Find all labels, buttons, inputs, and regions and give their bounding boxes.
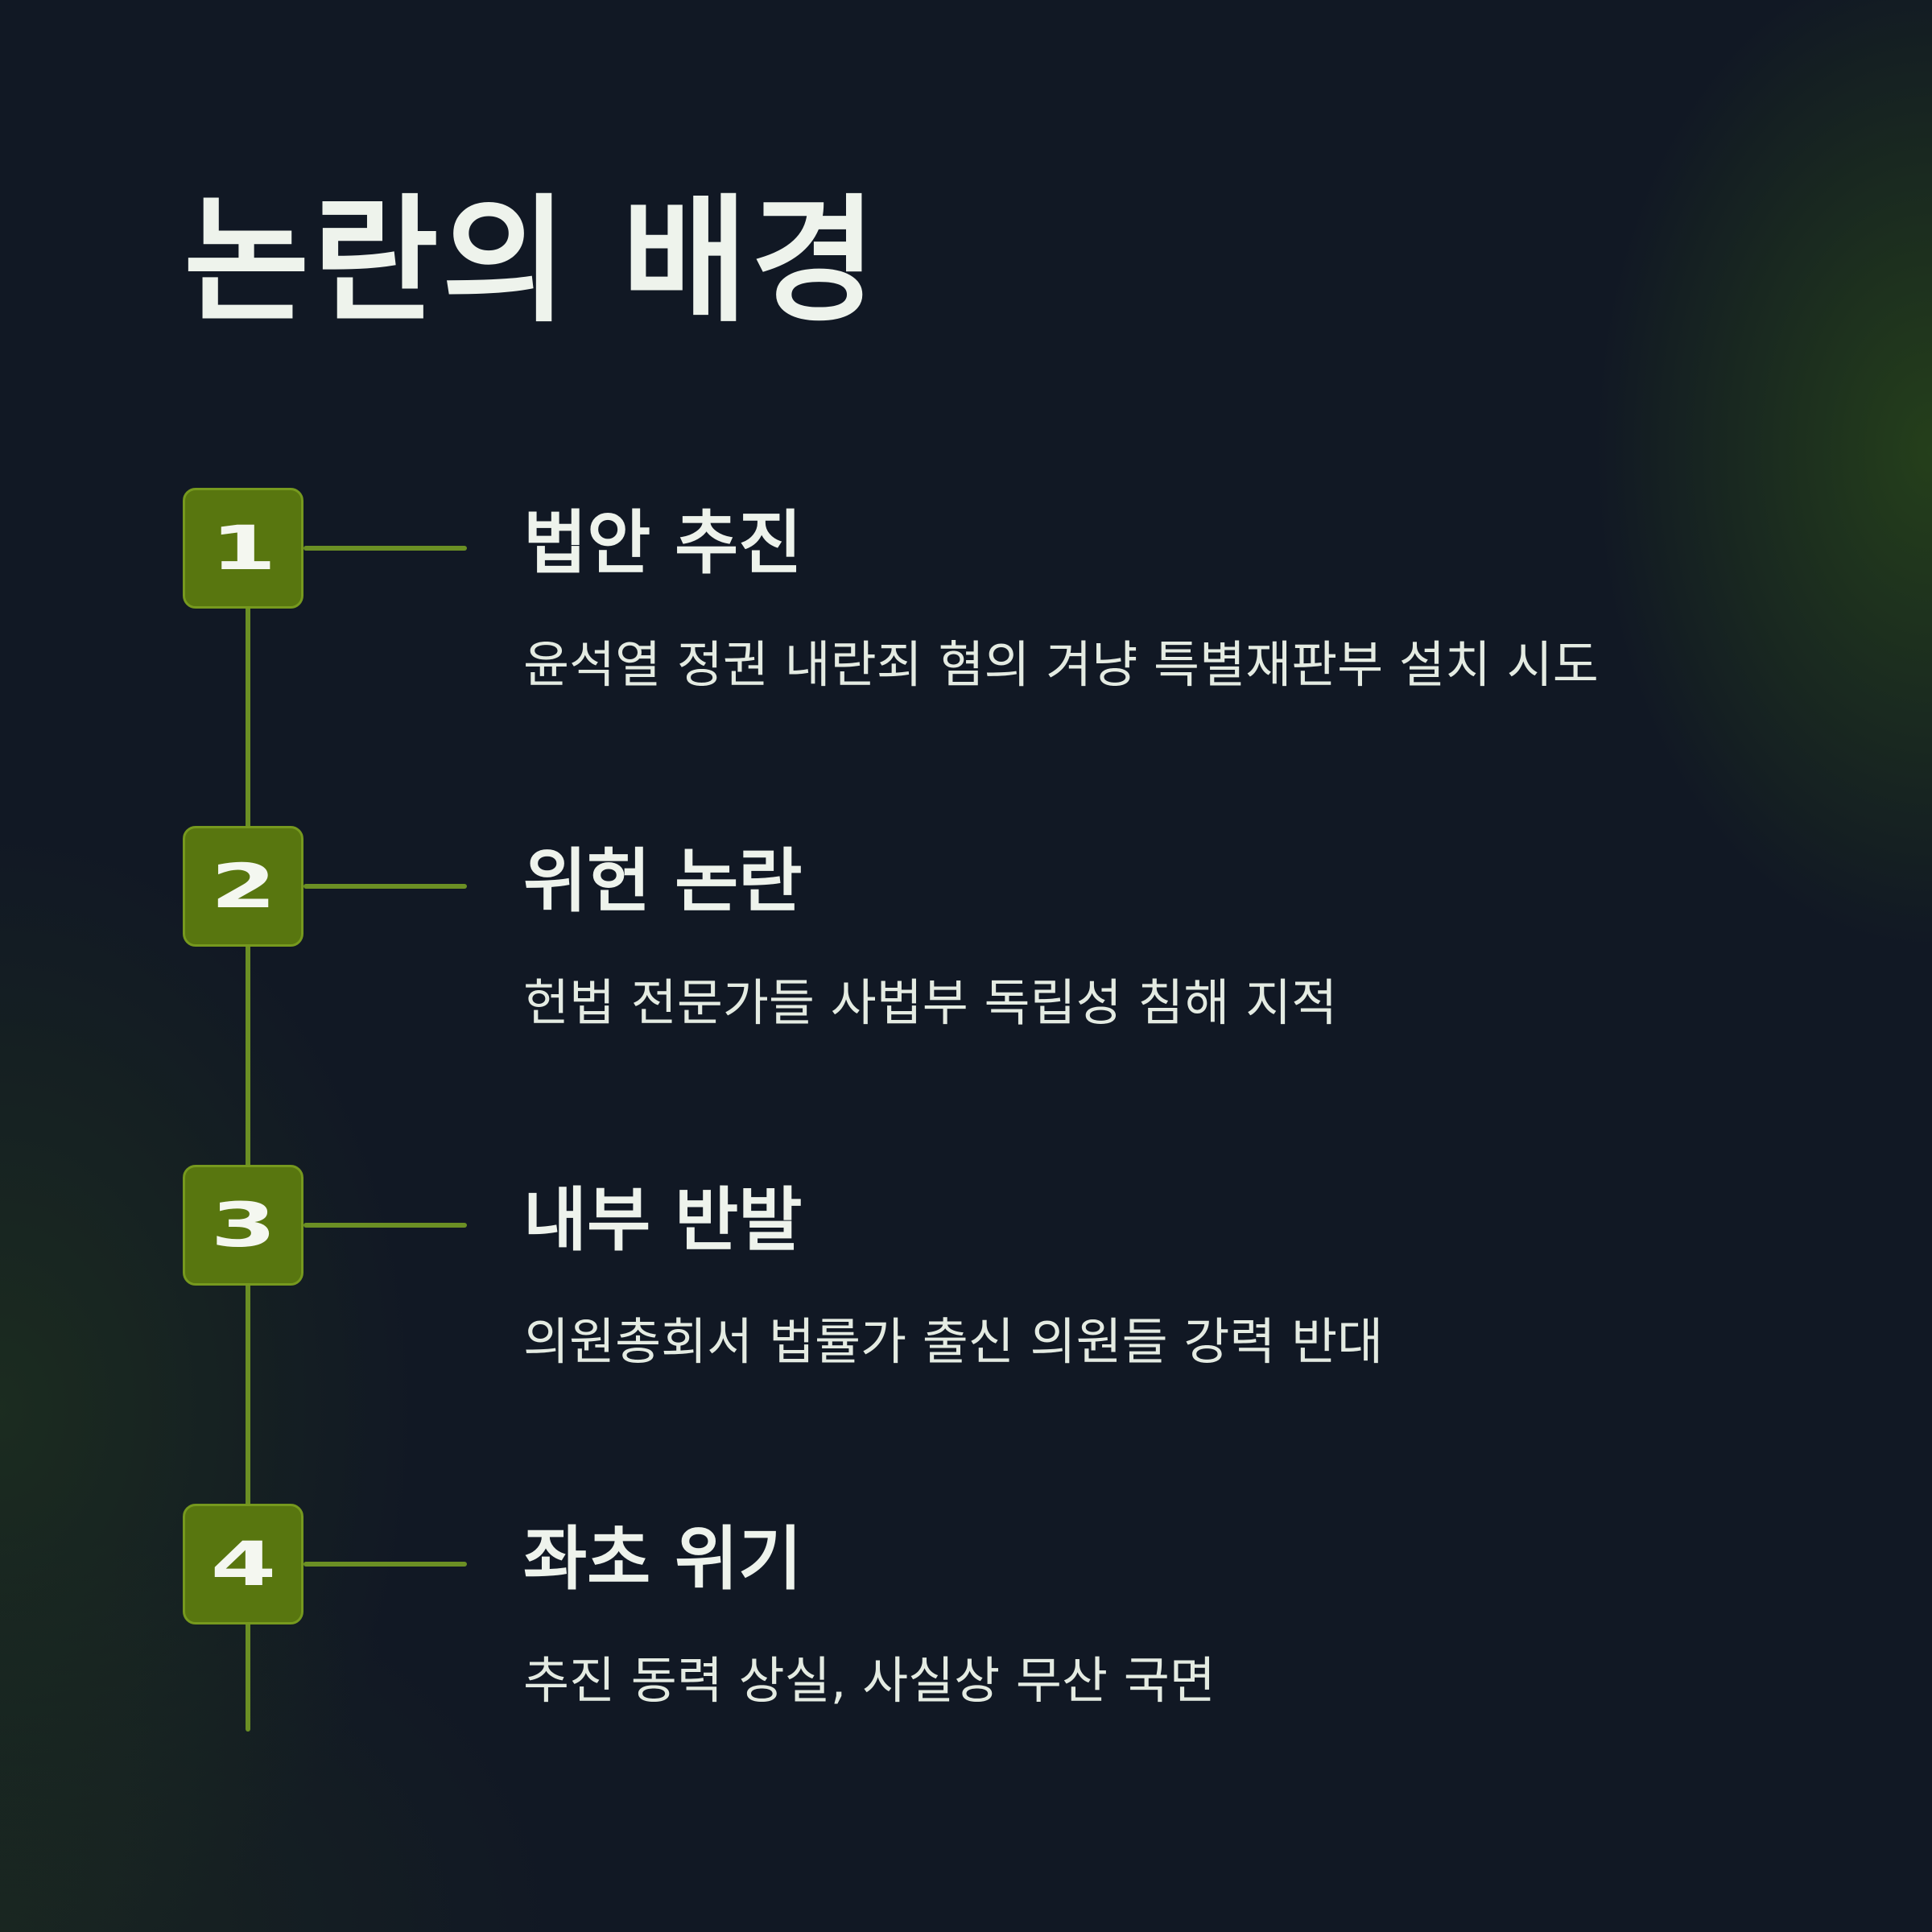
step-4-badge: 4 xyxy=(183,1504,303,1624)
step-2-number: 2 xyxy=(210,850,276,922)
step-4-connector xyxy=(303,1562,467,1567)
step-2-heading: 위헌 논란 xyxy=(523,841,803,922)
timeline-rail xyxy=(246,592,250,1732)
step-4-heading: 좌초 위기 xyxy=(523,1519,803,1600)
step-3-connector xyxy=(303,1223,467,1228)
step-2-badge: 2 xyxy=(183,826,303,947)
page-title: 논란의 배경 xyxy=(184,182,881,341)
step-1-connector xyxy=(303,546,467,551)
step-1-number: 1 xyxy=(210,512,276,584)
step-3-badge: 3 xyxy=(183,1165,303,1286)
step-3-number: 3 xyxy=(210,1189,276,1261)
step-2-description: 헌법 전문가들 사법부 독립성 침해 지적 xyxy=(523,973,1338,1032)
step-4-description: 추진 동력 상실, 사실상 무산 국면 xyxy=(523,1651,1216,1710)
step-4-number: 4 xyxy=(210,1528,276,1600)
step-1-heading: 법안 추진 xyxy=(523,503,803,584)
step-2-connector xyxy=(303,884,467,889)
step-1-badge: 1 xyxy=(183,488,303,609)
step-3-description: 의원총회서 법률가 출신 의원들 강력 반대 xyxy=(523,1312,1384,1371)
step-3-heading: 내부 반발 xyxy=(523,1180,803,1261)
step-1-description: 윤석열 정권 내란죄 혐의 겨냥 특별재판부 설치 시도 xyxy=(523,635,1599,694)
